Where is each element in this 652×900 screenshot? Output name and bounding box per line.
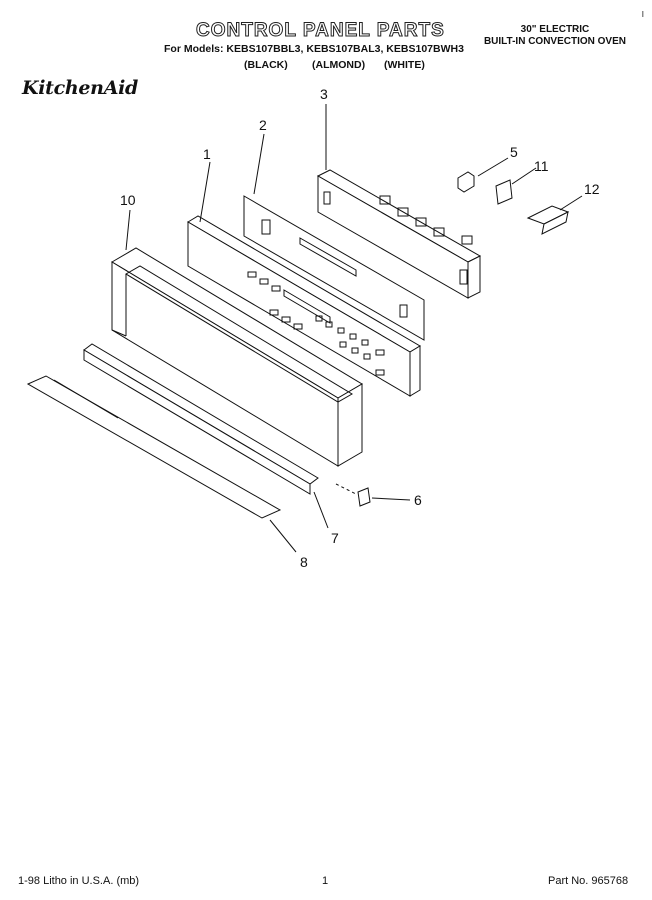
callout-11: 11 bbox=[534, 158, 549, 174]
callout-1: 1 bbox=[203, 146, 211, 162]
part-7-trim bbox=[83, 343, 319, 495]
part-10-housing bbox=[111, 247, 363, 467]
page-title: CONTROL PANEL PARTS bbox=[196, 20, 445, 42]
callout-2: 2 bbox=[259, 117, 267, 133]
part-11-block bbox=[495, 179, 513, 205]
footer-part-number: Part No. 965768 bbox=[548, 875, 629, 887]
part-1-control-panel bbox=[187, 215, 421, 397]
callout-7: 7 bbox=[331, 530, 339, 546]
part-6-clip bbox=[357, 487, 371, 507]
part-12-bracket bbox=[526, 205, 570, 235]
color-black: (BLACK) bbox=[244, 59, 288, 71]
callout-8: 8 bbox=[300, 554, 308, 570]
oven-type: 30" ELECTRIC BUILT-IN CONVECTION OVEN bbox=[484, 24, 626, 48]
callout-10: 10 bbox=[120, 192, 136, 208]
oven-type-line2: BUILT-IN CONVECTION OVEN bbox=[483, 36, 626, 47]
corner-mark: I bbox=[641, 10, 644, 19]
color-almond: (ALMOND) bbox=[312, 59, 366, 71]
callout-6: 6 bbox=[414, 492, 422, 508]
part-8-lower-trim bbox=[26, 375, 282, 519]
footer-litho: 1-98 Litho in U.S.A. (mb) bbox=[18, 875, 140, 887]
part-5-clip bbox=[457, 171, 475, 193]
callout-12: 12 bbox=[584, 181, 600, 197]
models-line: For Models: KEBS107BBL3, KEBS107BAL3, KE… bbox=[164, 43, 464, 55]
oven-type-line1: 30" ELECTRIC bbox=[520, 24, 590, 35]
callout-5: 5 bbox=[510, 144, 518, 160]
part-3-control-bracket bbox=[316, 169, 482, 299]
color-white: (WHITE) bbox=[384, 59, 425, 71]
brand-logo: KitchenAid bbox=[22, 77, 139, 99]
callout-3: 3 bbox=[320, 86, 328, 102]
part-2-overlay bbox=[243, 195, 425, 341]
footer-page-number: 1 bbox=[322, 875, 329, 887]
leader-lines bbox=[125, 104, 583, 553]
